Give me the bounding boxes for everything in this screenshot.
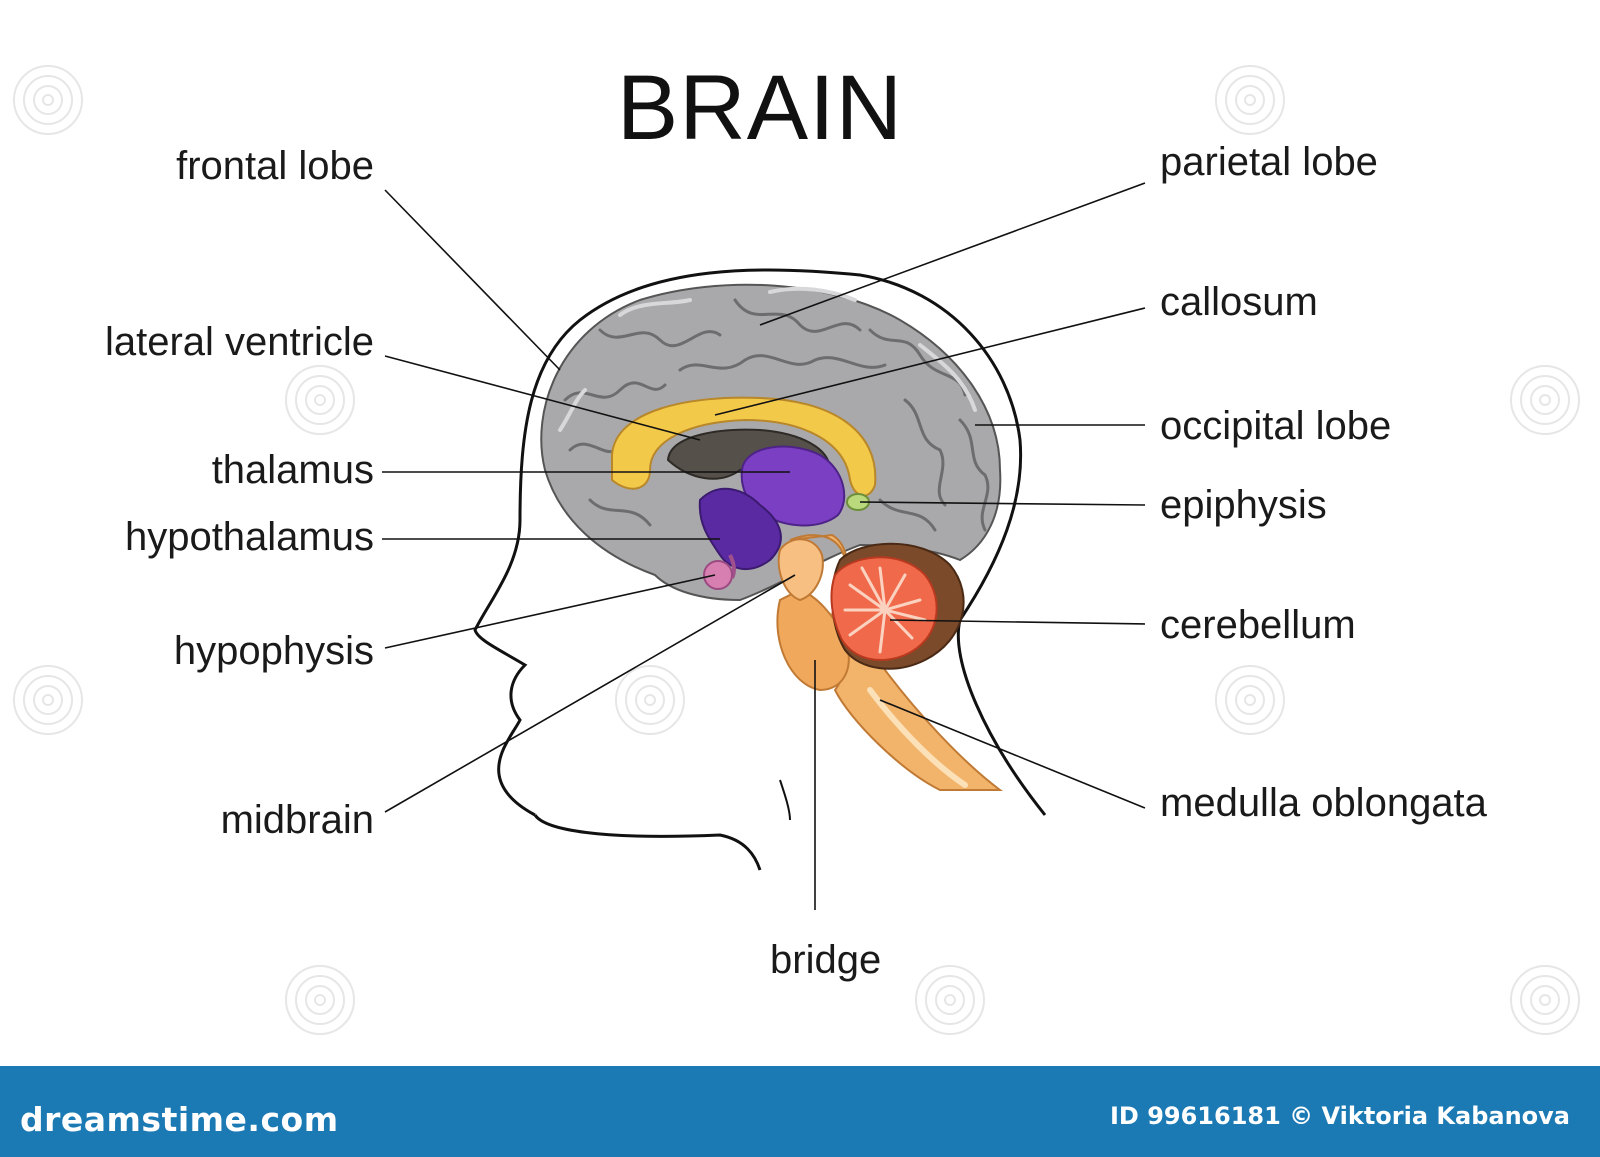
leader-hypophysis	[384, 574, 716, 649]
label-hypothalamus: hypothalamus	[124, 515, 374, 559]
footer-bar: dreamstime.com ID 99616181 © Viktoria Ka…	[0, 1066, 1600, 1157]
leader-frontal-lobe	[384, 189, 561, 371]
leader-cerebellum	[889, 619, 1146, 625]
label-lateral-ventricle: lateral ventricle	[104, 320, 374, 364]
pons	[776, 588, 850, 692]
leader-parietal-lobe	[759, 182, 1146, 326]
neck-outline	[779, 779, 791, 821]
leader-medulla-oblongata	[879, 699, 1146, 809]
cerebellum	[830, 542, 965, 670]
label-medulla-oblongata: medulla oblongata	[1160, 781, 1487, 825]
gyri-highlights	[558, 286, 977, 432]
gyri-pattern	[563, 298, 990, 532]
hypothalamus	[698, 487, 782, 570]
medulla-highlight	[867, 687, 968, 788]
head-outline	[473, 268, 1047, 817]
leader-midbrain	[384, 574, 796, 813]
label-bridge: bridge	[770, 938, 882, 982]
leader-lines	[382, 182, 1146, 910]
label-cerebellum: cerebellum	[1160, 603, 1356, 647]
hypophysis	[703, 554, 737, 590]
label-midbrain: midbrain	[220, 798, 374, 842]
chin-outline	[533, 814, 762, 871]
label-parietal-lobe: parietal lobe	[1160, 140, 1378, 184]
leader-epiphysis	[859, 501, 1146, 506]
watermark-pattern	[13, 65, 1580, 1035]
midbrain-shape	[777, 538, 824, 602]
brand-logo-text: dreamstime.com	[20, 1100, 339, 1139]
callosum	[611, 396, 877, 497]
label-callosum: callosum	[1160, 280, 1318, 324]
brain-diagram	[13, 65, 1580, 1035]
leader-lateral-ventricle	[384, 355, 701, 441]
leader-callosum	[714, 307, 1146, 416]
label-epiphysis: epiphysis	[1160, 483, 1327, 527]
image-credit: ID 99616181 © Viktoria Kabanova	[1109, 1102, 1570, 1130]
label-frontal-lobe: frontal lobe	[176, 144, 374, 188]
label-hypophysis: hypophysis	[173, 629, 374, 673]
label-thalamus: thalamus	[211, 448, 374, 492]
diagram-title: BRAIN	[616, 57, 904, 159]
label-occipital-lobe: occipital lobe	[1160, 404, 1392, 448]
